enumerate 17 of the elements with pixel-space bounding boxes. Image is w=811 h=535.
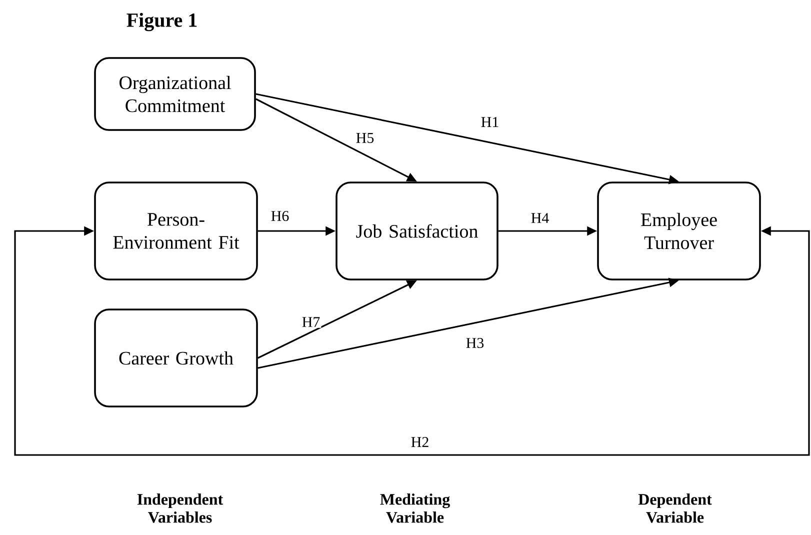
edge-label: H3 (464, 336, 486, 350)
edge-label: H5 (354, 132, 376, 144)
variable-box: Employee Turnover (597, 182, 761, 280)
variable-box: Organizational Commitment (94, 57, 256, 131)
column-label: Independent Variables (137, 494, 224, 523)
arrow (14, 226, 810, 456)
column-label: Mediating Variable (380, 494, 450, 523)
edge-label: H2 (410, 436, 430, 448)
edge-label: H7 (300, 316, 322, 328)
column-label: Dependent Variable (638, 494, 712, 523)
edge-label: H6 (270, 210, 290, 222)
edge-label: H1 (480, 116, 500, 128)
variable-box: Person-Environment Fit (94, 182, 258, 280)
edge-label: H4 (530, 212, 550, 224)
variable-box: Career Growth (94, 308, 258, 408)
figure-title: Figure 1 (126, 12, 197, 32)
variable-box: Job Satisfaction (336, 182, 498, 280)
